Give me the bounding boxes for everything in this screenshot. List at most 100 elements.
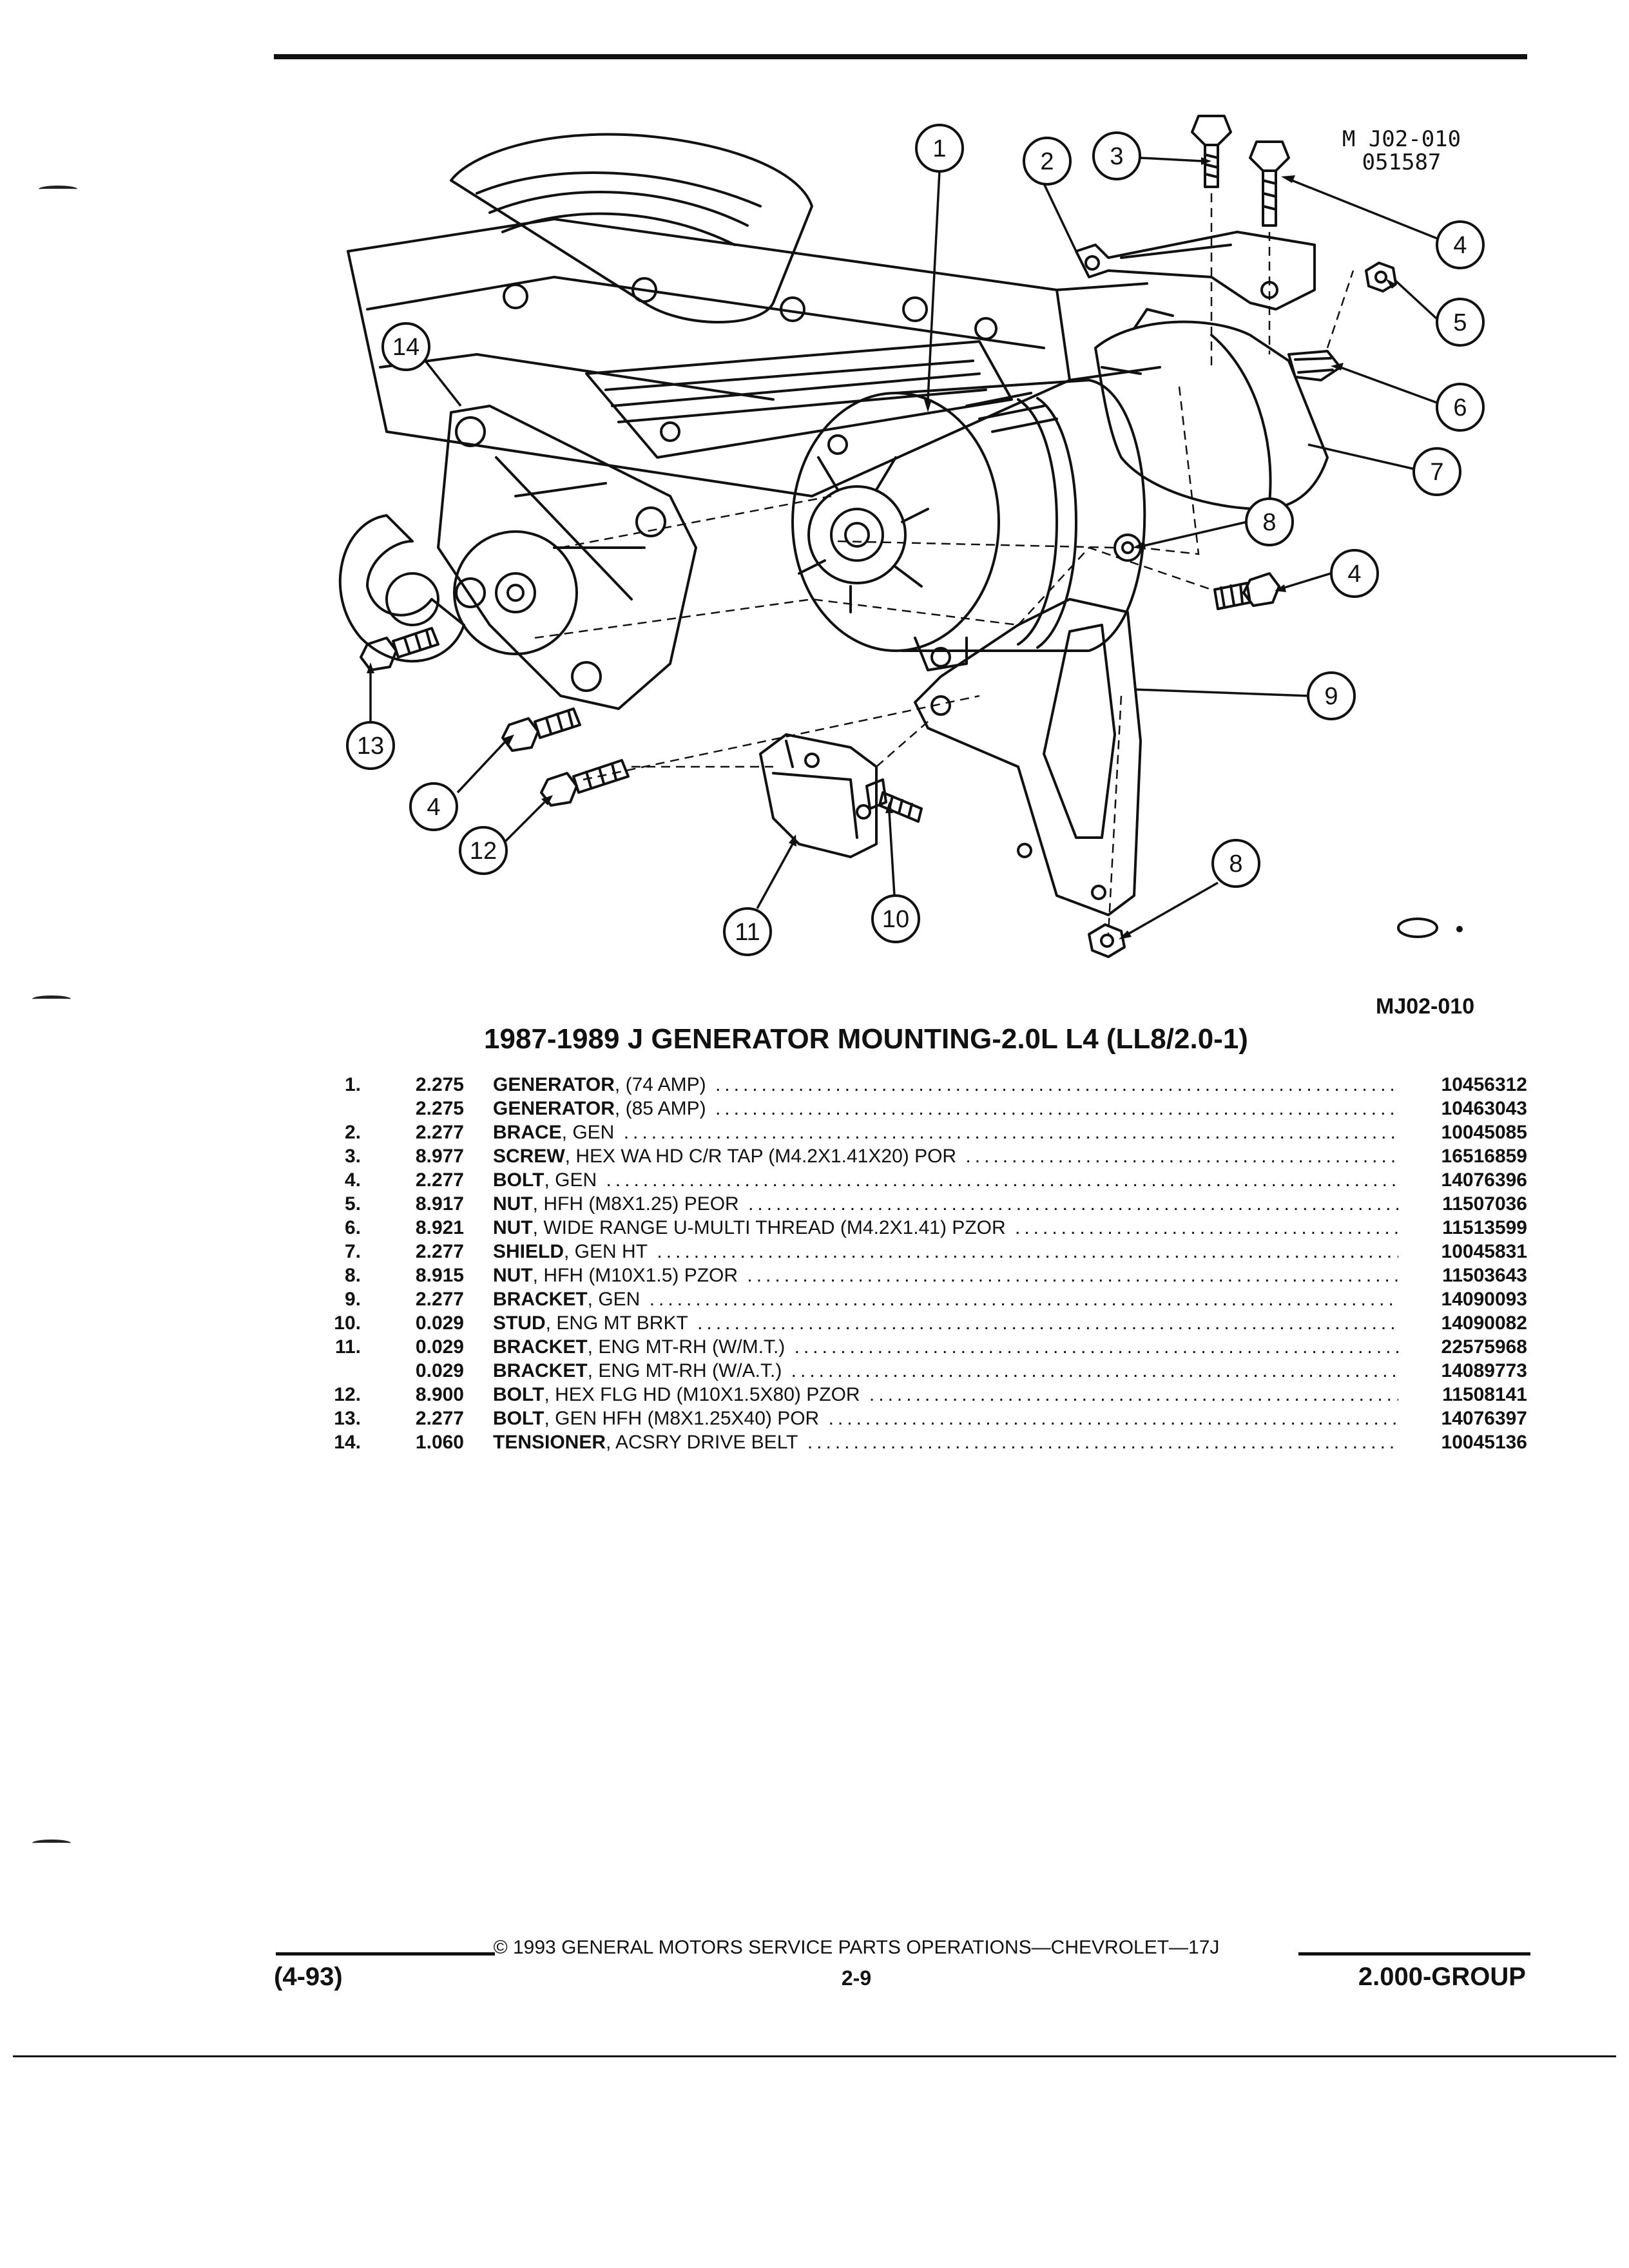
item-number: 12.	[334, 1384, 361, 1405]
group-number: 2.275	[415, 1098, 464, 1119]
item-number: 8.	[344, 1265, 361, 1286]
item-number: 11.	[334, 1336, 361, 1358]
top-rule	[274, 54, 1527, 59]
callout-circle	[871, 894, 920, 943]
section-title: 1987-1989 J GENERATOR MOUNTING-2.0L L4 (…	[484, 1023, 1248, 1055]
part-detail: , GEN	[587, 1289, 641, 1310]
group-number: 2.275	[415, 1074, 464, 1095]
part-name: NUT	[493, 1193, 533, 1215]
leader-dots: ........................................…	[807, 1432, 1398, 1453]
part-detail: , GEN HT	[564, 1241, 648, 1262]
leader-dots: ........................................…	[828, 1408, 1398, 1429]
group-number: 8.915	[415, 1265, 464, 1286]
part-description: BRACE, GEN .............................…	[493, 1120, 1398, 1144]
binder-mark	[39, 186, 77, 193]
brace-drawing	[1075, 231, 1316, 311]
part-detail: , ENG MT BRKT	[545, 1312, 688, 1334]
binder-mark	[32, 1840, 71, 1847]
callout-circle	[1330, 549, 1379, 598]
part-detail: , GEN	[561, 1122, 615, 1143]
leader-dots: ........................................…	[748, 1193, 1398, 1215]
item-number: 3.	[344, 1146, 361, 1167]
footer-page-number: 2-9	[841, 1966, 872, 1990]
callout-circle	[409, 782, 458, 831]
callout-circle	[1436, 383, 1485, 432]
part-detail: , HEX WA HD C/R TAP (M4.2X1.41X20) POR	[564, 1146, 957, 1167]
callout-label: 5	[1453, 309, 1467, 336]
callout-label: 10	[882, 906, 909, 933]
part-description: NUT, HFH (M8X1.25) PEOR ................…	[493, 1192, 1398, 1216]
part-number: 11503643	[1442, 1265, 1527, 1286]
exploded-diagram: 1 2 3 4 5 6 7 8 4 9 14 13 4 12 11 10 8	[338, 115, 1485, 958]
leader-6	[1340, 366, 1438, 404]
figure-code-line-2: 051587	[1362, 149, 1441, 175]
group-number: 0.029	[415, 1360, 464, 1381]
item-number: 5.	[344, 1193, 361, 1215]
group-number: 0.029	[415, 1312, 464, 1334]
part-name: BRACE	[493, 1122, 562, 1143]
callout-circle	[1245, 497, 1294, 546]
callout-label: 11	[735, 919, 760, 946]
leader-dots: ........................................…	[657, 1241, 1398, 1262]
item-number: 2.	[344, 1122, 361, 1143]
bolt-right-drawing	[1213, 572, 1280, 610]
part-detail: , HEX FLG HD (M10X1.5X80) PZOR	[544, 1384, 860, 1405]
item-number: 6.	[344, 1217, 361, 1238]
leader-dots: ........................................…	[623, 1122, 1398, 1143]
part-number: 11508141	[1442, 1384, 1527, 1405]
leader-dots: ........................................…	[715, 1098, 1398, 1119]
callout-label: 4	[1453, 232, 1467, 259]
leader-4b	[1282, 572, 1331, 590]
part-number: 11507036	[1442, 1193, 1527, 1215]
part-number: 14076397	[1441, 1408, 1527, 1429]
part-name: BRACKET	[493, 1289, 588, 1310]
leader-1	[927, 170, 941, 400]
leader-dots: ........................................…	[791, 1360, 1398, 1381]
part-name: SHIELD	[493, 1241, 564, 1262]
part-name: BOLT	[493, 1384, 545, 1405]
leader-dots: ........................................…	[715, 1074, 1398, 1095]
item-number: 14.	[334, 1432, 361, 1453]
part-detail: , ENG MT-RH (W/A.T.)	[587, 1360, 782, 1381]
footer-rule-right	[1298, 1952, 1530, 1956]
part-detail: , HFH (M10X1.5) PZOR	[532, 1265, 738, 1286]
engine-mount-bracket-drawing	[759, 733, 923, 858]
part-number: 10045085	[1441, 1122, 1527, 1143]
part-detail: , ENG MT-RH (W/M.T.)	[587, 1336, 786, 1358]
group-number: 8.921	[415, 1217, 464, 1238]
callout-circle	[1211, 839, 1260, 888]
callout-label: 6	[1453, 394, 1467, 421]
leader-dots: ........................................…	[794, 1336, 1398, 1358]
part-name: BRACKET	[493, 1336, 588, 1358]
leader-10	[888, 811, 896, 896]
part-detail: , GEN HFH (M8X1.25X40) POR	[544, 1408, 820, 1429]
part-detail: , ACSRY DRIVE BELT	[606, 1432, 798, 1453]
group-number: 2.277	[415, 1241, 464, 1262]
item-number: 10.	[334, 1312, 361, 1334]
callout-circle	[1023, 137, 1072, 186]
generator-drawing	[791, 379, 1146, 671]
part-number: 11513599	[1442, 1217, 1527, 1238]
leader-dots: ........................................…	[606, 1169, 1398, 1191]
callout-label: 12	[470, 838, 497, 865]
leader-dots: ........................................…	[965, 1146, 1398, 1167]
callout-label: 4	[1347, 561, 1361, 588]
group-number: 2.277	[415, 1289, 464, 1310]
part-description: BOLT, HEX FLG HD (M10X1.5X80) PZOR .....…	[493, 1383, 1398, 1407]
part-description: SCREW, HEX WA HD C/R TAP (M4.2X1.41X20) …	[493, 1144, 1398, 1168]
leader-11	[756, 843, 794, 909]
part-number: 14089773	[1441, 1360, 1527, 1381]
footer-date: (4-93)	[274, 1963, 343, 1991]
leader-7	[1307, 443, 1415, 470]
